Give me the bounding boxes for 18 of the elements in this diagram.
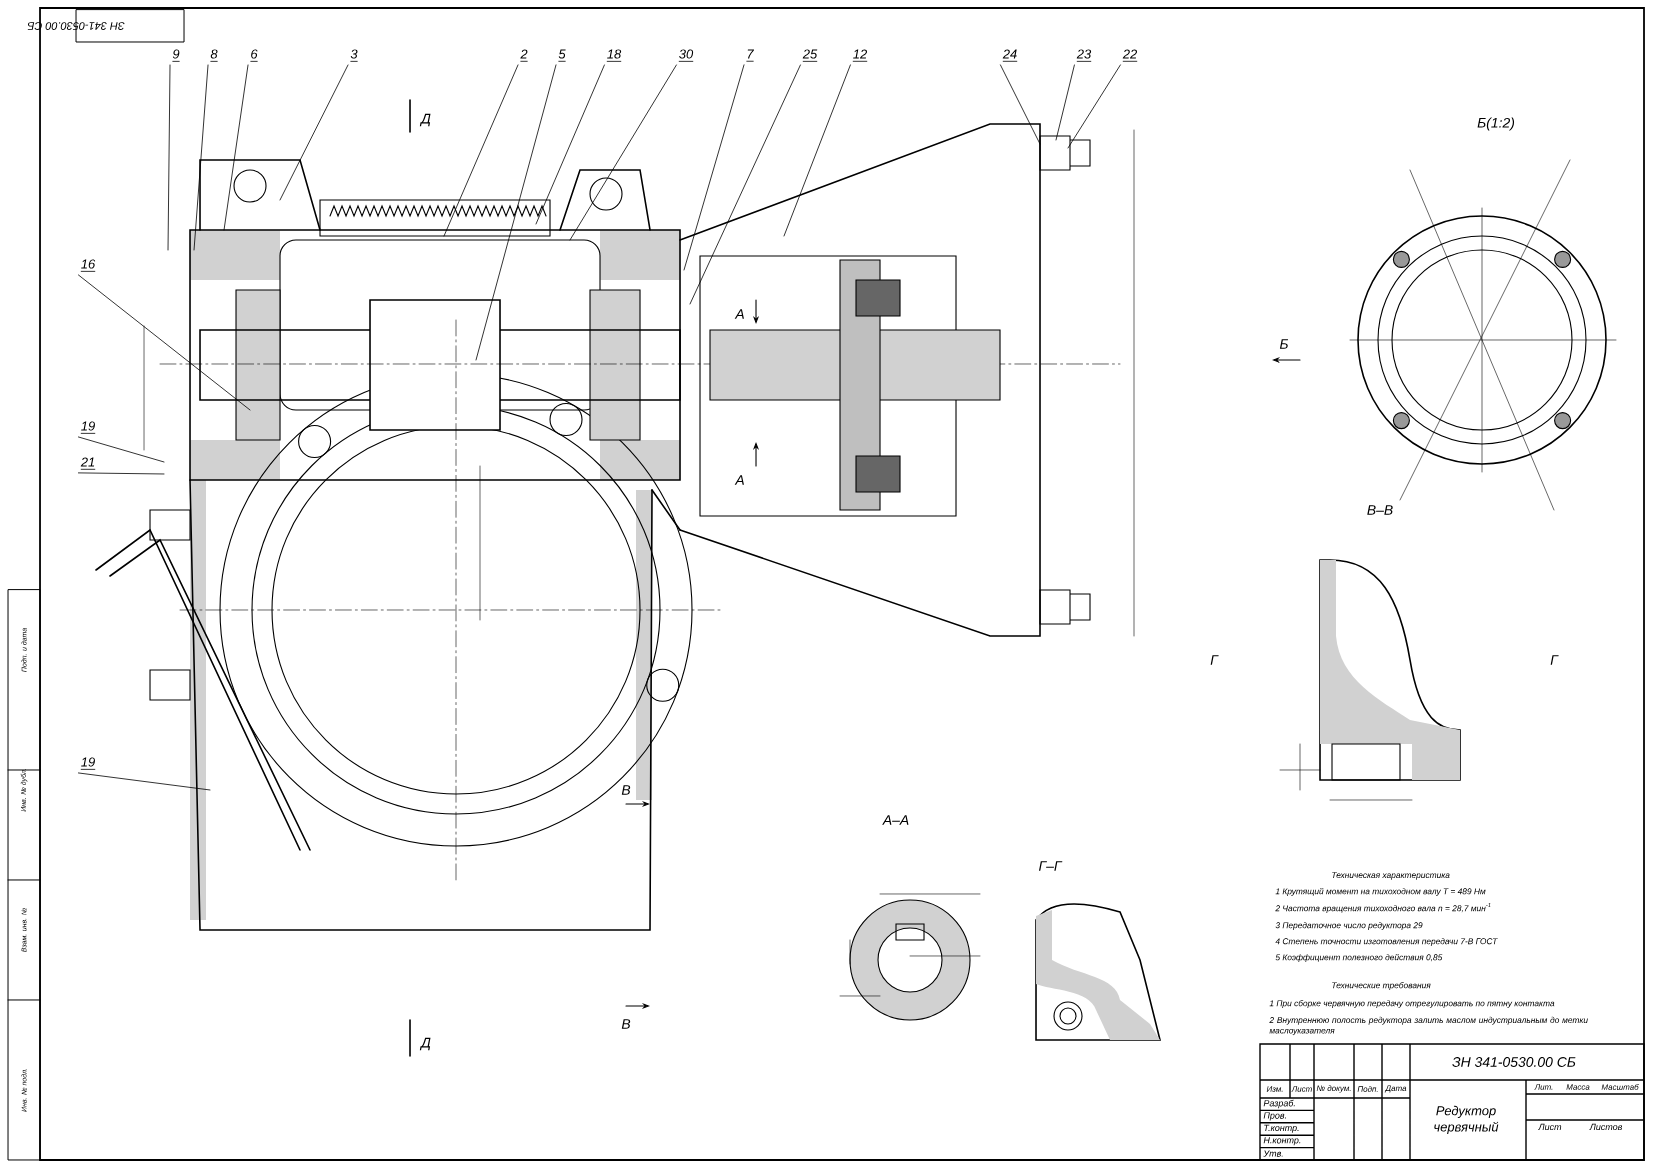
leader-line (1067, 64, 1121, 149)
leader-line (223, 64, 249, 231)
leader-line (689, 64, 801, 305)
leader-line (443, 64, 519, 237)
leader-line (167, 64, 171, 251)
leader-line (193, 64, 209, 251)
leader-line (78, 472, 165, 475)
leader-line (783, 64, 851, 237)
leader-line (569, 64, 677, 241)
leader-line (78, 274, 251, 411)
leader-line (78, 772, 211, 791)
leader-line (1000, 64, 1041, 145)
leader-line (279, 64, 349, 201)
leader-line (535, 64, 605, 225)
leader-line (683, 64, 745, 271)
leader-line (1055, 64, 1075, 141)
leader-line (78, 436, 165, 463)
leader-line (475, 64, 557, 361)
